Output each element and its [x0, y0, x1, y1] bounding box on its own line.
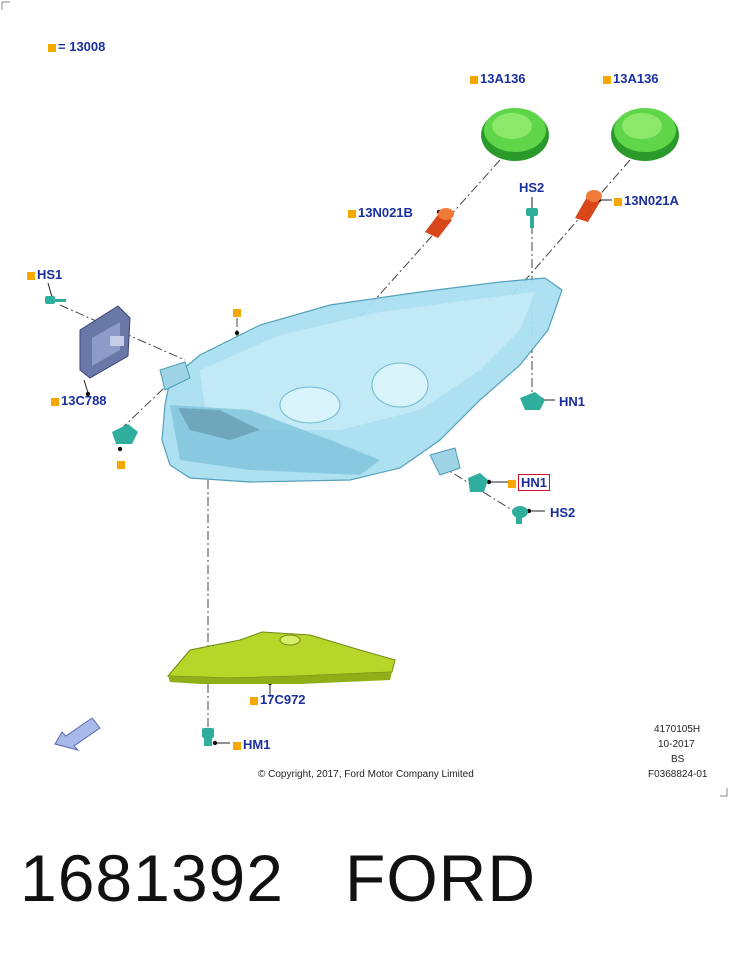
- part-number: 1681392: [20, 841, 284, 915]
- callout-hn1-right: HN1: [559, 394, 586, 409]
- screw-HM1: [202, 728, 214, 746]
- callout-shield: 17C972: [250, 692, 306, 707]
- info-line-3: BS: [671, 754, 685, 765]
- info-line-2: 10-2017: [658, 739, 695, 750]
- legend-code: 13008: [69, 39, 106, 54]
- callout-screw-hs1: HS1: [27, 267, 62, 282]
- screw-HS2-top: [526, 208, 538, 228]
- legend-swatch: [48, 43, 56, 52]
- bulb-13N021A: [575, 190, 602, 222]
- screw-HS2-bottom: [512, 506, 528, 524]
- exploded-parts-diagram: [1, 1, 728, 797]
- callout-hn1-highlight: HN1: [508, 474, 551, 491]
- grommet-13A136-right: [611, 108, 679, 161]
- callout-hm1: HM1: [233, 737, 270, 752]
- bulb-13N021B: [425, 208, 454, 238]
- legend-equals: =: [58, 39, 66, 54]
- clip-HN1-lower: [468, 473, 488, 492]
- callout-module: 13C788: [51, 393, 107, 408]
- clip-HN1-right: [520, 392, 545, 410]
- callout-screw-hs2-top: HS2: [519, 180, 545, 195]
- grommet-13A136-left: [481, 108, 549, 161]
- shield-17C972: [166, 631, 396, 684]
- brand-name: FORD: [345, 841, 536, 915]
- marker-square-lower: [117, 461, 125, 469]
- front-direction-arrow-icon: [54, 717, 101, 751]
- screw-HS1: [45, 296, 66, 304]
- callout-grommet-right: 13A136: [603, 71, 659, 86]
- legend: = 13008: [48, 39, 105, 54]
- callout-bulb-left: 13N021B: [348, 205, 413, 220]
- callout-grommet-left: 13A136: [470, 71, 526, 86]
- clip-left-lower: [112, 424, 138, 444]
- corner-mark-bottom-right: [720, 788, 728, 797]
- headlamp-assembly: [159, 277, 563, 483]
- corner-mark-top-left: [1, 1, 10, 10]
- info-line-4: F0368824-01: [648, 769, 708, 780]
- callout-hs2-bottom: HS2: [550, 505, 576, 520]
- copyright: © Copyright, 2017, Ford Motor Company Li…: [258, 769, 474, 780]
- marker-square-upper: [233, 309, 241, 317]
- info-line-1: 4170105H: [654, 724, 701, 735]
- callout-leaders: [47, 197, 612, 744]
- module-13C788: [79, 305, 131, 379]
- callout-bulb-right: 13N021A: [614, 193, 679, 208]
